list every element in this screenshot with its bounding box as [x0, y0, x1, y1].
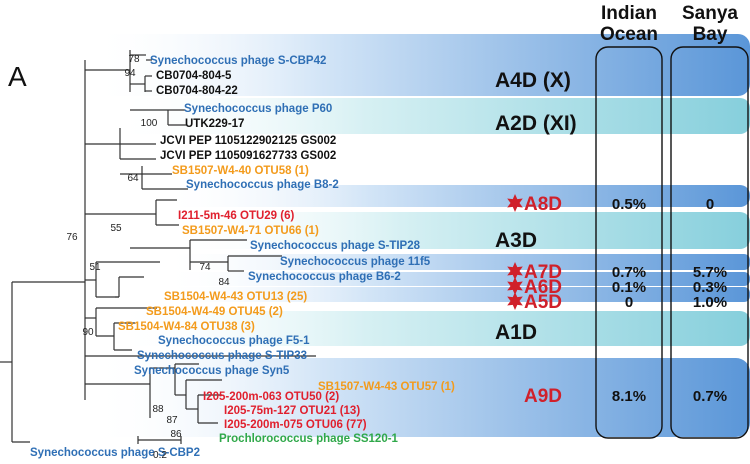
- star-icon: [507, 262, 523, 280]
- bootstrap-value: 90: [82, 327, 94, 338]
- clade-label: A5D: [524, 292, 562, 313]
- indian-ocean-value: 0.1%: [612, 279, 646, 296]
- scale-bar-label: 0.2: [153, 450, 167, 459]
- taxon-label: Synechococcus phage S-TIP33: [137, 350, 307, 362]
- taxon-label: Prochlorococcus phage SS120-1: [219, 433, 399, 445]
- indian-ocean-value: 0.7%: [612, 264, 646, 281]
- clade-band: [90, 358, 750, 437]
- taxon-label: JCVI PEP 1105091627733 GS002: [160, 150, 336, 162]
- bootstrap-value: 55: [110, 223, 122, 234]
- clade-bands: [90, 34, 750, 437]
- clade-label: A1D: [495, 321, 537, 344]
- taxon-label: Synechococcus phage F5-1: [158, 335, 310, 347]
- indian-ocean-header-line2: Ocean: [600, 24, 658, 45]
- taxon-label: I205-200m-063 OTU50 (2): [203, 391, 339, 403]
- bootstrap-value: 64: [127, 173, 139, 184]
- clade-band: [170, 212, 750, 249]
- bootstrap-value: 74: [199, 262, 211, 273]
- taxon-label: SB1507-W4-43 OTU57 (1): [318, 381, 455, 393]
- clade-band: [160, 272, 750, 286]
- clade-a5d: A5D 0 1.0%: [507, 292, 727, 313]
- clade-a7d: A7D 0.7% 5.7%: [507, 262, 727, 283]
- sanya-bay-value: 1.0%: [693, 294, 727, 311]
- taxon-label: Synechococcus phage 11f5: [280, 256, 431, 268]
- bootstrap-value: 94: [124, 68, 136, 79]
- indian-ocean-column-frame: [595, 46, 663, 439]
- taxon-label: UTK229-17: [185, 118, 244, 130]
- clade-label: A9D: [524, 386, 562, 407]
- clade-band: [160, 254, 750, 270]
- clade-label: A7D: [524, 262, 562, 283]
- taxon-label: SB1504-W4-84 OTU38 (3): [118, 321, 255, 333]
- clade-label: A6D: [524, 277, 562, 298]
- taxon-label: SB1507-W4-40 OTU58 (1): [172, 165, 309, 177]
- indian-ocean-header-line1: Indian: [601, 3, 657, 24]
- clade-label: A3D: [495, 229, 537, 252]
- taxon-label: JCVI PEP 1105122902125 GS002: [160, 135, 336, 147]
- bootstrap-value: 76: [66, 232, 78, 243]
- taxon-label: SB1507-W4-71 OTU66 (1): [182, 225, 319, 237]
- clade-a3d: A3D: [495, 229, 537, 252]
- bootstrap-value: 88: [152, 404, 164, 415]
- clade-band: [160, 185, 750, 207]
- sanya-bay-header-line2: Bay: [693, 24, 728, 45]
- star-icon: [507, 277, 523, 295]
- sanya-bay-value: 0.3%: [693, 279, 727, 296]
- clade-band: [110, 311, 750, 346]
- taxon-label: I205-75m-127 OTU21 (13): [224, 405, 360, 417]
- taxon-label: SB1504-W4-49 OTU45 (2): [146, 306, 283, 318]
- indian-ocean-value: 0: [625, 294, 633, 311]
- clade-a6d: A6D 0.1% 0.3%: [507, 277, 727, 298]
- bootstrap-value: 87: [166, 415, 178, 426]
- clade-band: [110, 98, 750, 134]
- taxon-label: Synechococcus phage Syn5: [134, 365, 290, 377]
- taxon-labels: Synechococcus phage S-CBP42CB0704-804-5C…: [30, 55, 455, 459]
- clade-label: A2D (XI): [495, 112, 577, 135]
- column-frames: [595, 46, 749, 439]
- bootstrap-value: 100: [141, 118, 158, 129]
- taxon-label: Synechococcus phage P60: [184, 103, 332, 115]
- sanya-bay-value: 5.7%: [693, 264, 727, 281]
- clade-a9d: A9D 8.1% 0.7%: [524, 386, 727, 407]
- star-icon: [507, 194, 523, 212]
- sanya-bay-value: 0: [706, 196, 714, 213]
- taxon-label: I205-200m-075 OTU06 (77): [224, 419, 367, 431]
- taxon-label: Synechococcus phage S-CBP2: [30, 447, 200, 459]
- taxon-label: I211-5m-46 OTU29 (6): [178, 210, 295, 222]
- taxon-label: CB0704-804-22: [156, 85, 238, 97]
- taxon-label: Synechococcus phage S-CBP42: [150, 55, 326, 67]
- taxon-label: Synechococcus phage B8-2: [186, 179, 339, 191]
- clade-label: A4D (X): [495, 69, 571, 92]
- taxon-label: SB1504-W4-43 OTU13 (25): [164, 291, 307, 303]
- indian-ocean-value: 8.1%: [612, 388, 646, 405]
- indian-ocean-value: 0.5%: [612, 196, 646, 213]
- clade-a2d: A2D (XI): [495, 112, 577, 135]
- clade-band: [160, 287, 750, 302]
- taxon-label: Synechococcus phage B6-2: [248, 271, 401, 283]
- clade-a1d: A1D: [495, 321, 537, 344]
- clade-a4d: A4D (X): [495, 69, 571, 92]
- sanya-bay-value: 0.7%: [693, 388, 727, 405]
- clade-band: [90, 34, 750, 96]
- bootstrap-value: 51: [89, 262, 101, 273]
- taxon-label: CB0704-804-5: [156, 70, 232, 82]
- bootstrap-value: 84: [218, 277, 230, 288]
- sanya-bay-column-frame: [670, 46, 749, 439]
- clade-label: A8D: [524, 194, 562, 215]
- bootstrap-value: 78: [128, 54, 140, 65]
- star-icon: [507, 292, 523, 310]
- bootstrap-value: 86: [170, 429, 182, 440]
- sanya-bay-header-line1: Sanya: [682, 3, 738, 24]
- clade-a8d: A8D 0.5% 0: [507, 194, 714, 215]
- scale-bar: 0.2: [137, 436, 182, 461]
- tree-branches: [0, 50, 316, 443]
- panel-label: A: [8, 61, 27, 92]
- taxon-label: Synechococcus phage S-TIP28: [250, 240, 421, 252]
